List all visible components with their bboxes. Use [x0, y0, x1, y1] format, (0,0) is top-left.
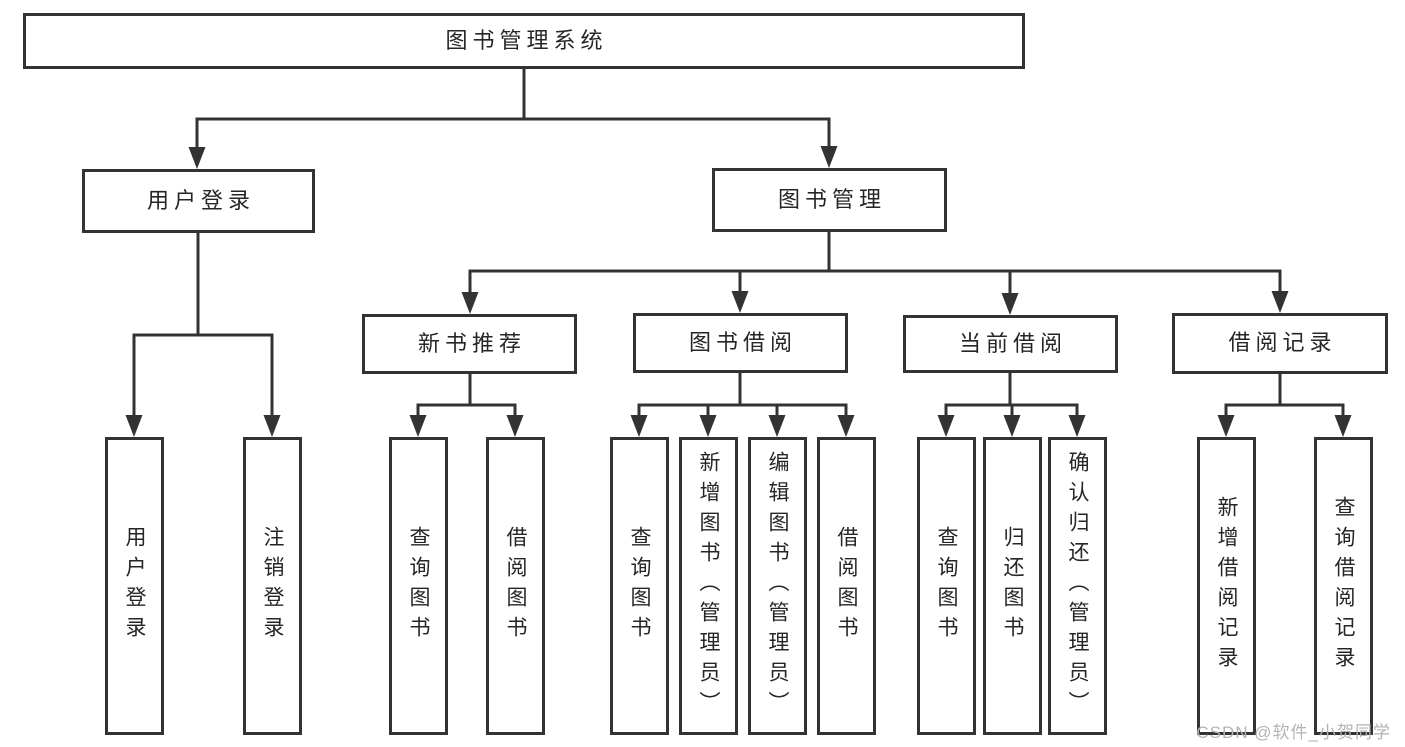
- node-book-borrow: 图书借阅: [633, 313, 848, 373]
- node-label: 图书借阅: [688, 329, 797, 355]
- node-user-login: 用户登录: [82, 169, 315, 233]
- leaf-label: 借阅图书: [835, 526, 858, 646]
- node-library-management-system: 图书管理系统: [23, 13, 1025, 69]
- arrowheads: [125, 146, 1352, 437]
- leaf-label: 查询图书: [935, 526, 958, 646]
- leaf-add-book-admin: 新增图书（管理员）: [679, 437, 738, 735]
- connector-book-borrow-inner-stems: [706, 405, 779, 420]
- connector-book-mgmt-inner-stems: [738, 271, 1012, 295]
- leaf-return-book: 归还图书: [983, 437, 1042, 735]
- leaf-query-books-borrow: 查询图书: [610, 437, 669, 735]
- leaf-user-login: 用户登录: [105, 437, 164, 735]
- connector-user-login-branch: [132, 333, 274, 418]
- node-label: 借阅记录: [1228, 330, 1337, 356]
- leaf-borrow-books: 借阅图书: [817, 437, 876, 735]
- connector-book-mgmt-branch: [468, 269, 1282, 295]
- leaf-label: 编辑图书（管理员）: [766, 451, 789, 721]
- node-new-book-recommend: 新书推荐: [362, 314, 577, 374]
- leaf-edit-book-admin: 编辑图书（管理员）: [748, 437, 807, 735]
- node-label: 当前借阅: [958, 330, 1067, 356]
- node-label: 图书管理: [777, 186, 886, 212]
- node-current-borrow: 当前借阅: [903, 315, 1118, 373]
- connector-root-branch: [195, 117, 831, 150]
- leaf-label: 借阅图书: [504, 526, 527, 646]
- leaf-add-borrow-record: 新增借阅记录: [1197, 437, 1256, 735]
- leaf-label: 确认归还（管理员）: [1066, 451, 1089, 721]
- node-label: 图书管理系统: [445, 27, 608, 53]
- connector-book-borrow-branch: [637, 403, 848, 420]
- leaf-label: 归还图书: [1001, 526, 1024, 646]
- leaf-label: 新增图书（管理员）: [697, 451, 720, 721]
- csdn-watermark: CSDN @软件_小贺同学: [1196, 723, 1391, 742]
- leaf-label: 用户登录: [123, 526, 146, 646]
- leaf-borrow-books-recommend: 借阅图书: [486, 437, 545, 735]
- leaf-label: 新增借阅记录: [1215, 496, 1238, 676]
- leaf-label: 注销登录: [261, 526, 284, 646]
- leaf-query-books-current: 查询图书: [917, 437, 976, 735]
- leaf-query-books-recommend: 查询图书: [389, 437, 448, 735]
- leaf-confirm-return-admin: 确认归还（管理员）: [1048, 437, 1107, 735]
- leaf-label: 查询借阅记录: [1332, 496, 1355, 676]
- node-book-management: 图书管理: [712, 168, 947, 232]
- leaf-logout: 注销登录: [243, 437, 302, 735]
- connector-new-book-branch: [416, 403, 517, 420]
- leaf-label: 查询图书: [407, 526, 430, 646]
- leaf-label: 查询图书: [628, 526, 651, 646]
- leaf-query-borrow-record: 查询借阅记录: [1314, 437, 1373, 735]
- node-label: 新书推荐: [417, 330, 526, 356]
- node-borrow-records: 借阅记录: [1172, 313, 1388, 374]
- node-label: 用户登录: [146, 187, 255, 213]
- connector-borrow-records-branch: [1224, 403, 1345, 420]
